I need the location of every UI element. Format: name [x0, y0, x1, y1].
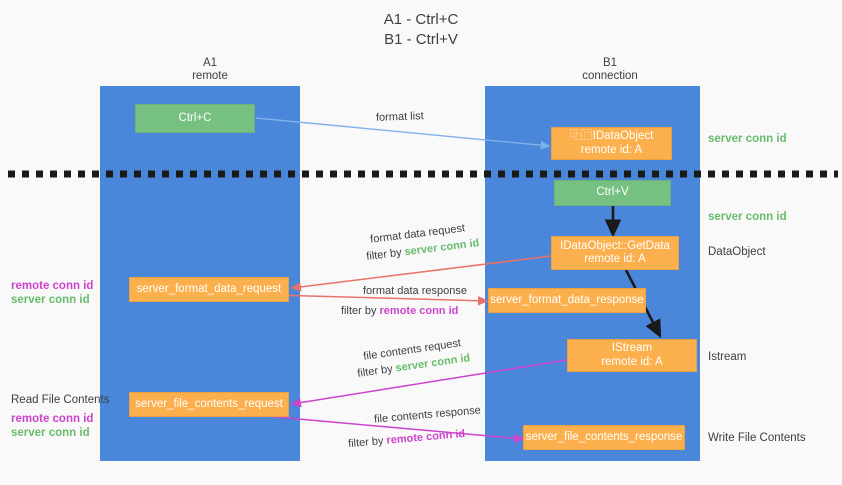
filter-prefix: filter by — [356, 362, 397, 380]
column-header-a1: A1 remote — [192, 57, 228, 82]
box-server-file-contents-request[interactable]: server_file_contents_request — [129, 392, 289, 417]
left-label-read-file-contents: Read File Contents — [11, 394, 110, 406]
filter-prefix: filter by — [341, 305, 380, 317]
diagram-title: A1 - Ctrl+C B1 - Ctrl+V — [383, 11, 459, 48]
label-file-contents-response: file contents response — [373, 404, 482, 426]
right-label-server-conn-id-mid: server conn id — [708, 211, 787, 223]
right-label-write-file-contents: Write File Contents — [708, 432, 806, 444]
box-ctrl-c[interactable]: Ctrl+C — [135, 104, 255, 133]
left-label-server-conn-id-2: server conn id — [11, 427, 90, 439]
box-server-file-contents-response[interactable]: server_file_contents_response — [523, 425, 685, 450]
label-format-list: format list — [375, 110, 424, 124]
right-label-dataobject: DataObject — [708, 246, 766, 258]
left-label-server-conn-id-1: server conn id — [11, 294, 90, 306]
box-istream[interactable]: IStream remote id: A — [567, 339, 697, 372]
filter-value-remote-conn-id: remote conn id — [386, 427, 466, 447]
box-server-format-data-response[interactable]: server_format_data_response — [488, 288, 646, 313]
left-label-remote-conn-id-2: remote conn id — [11, 413, 94, 425]
box-server-format-data-request[interactable]: server_format_data_request — [129, 277, 289, 302]
label-file-contents-response-filter: filter by remote conn id — [348, 427, 466, 452]
label-format-data-response-filter: filter by remote conn id — [341, 304, 458, 319]
right-label-istream: Istream — [708, 351, 747, 363]
left-label-conn-ids-2: remote conn id server conn id — [11, 412, 93, 440]
right-label-server-conn-id-top: server conn id — [708, 133, 787, 145]
column-header-b1: B1 connection — [582, 57, 638, 82]
filter-prefix: filter by — [365, 246, 406, 263]
label-format-data-response: format data response — [363, 285, 467, 297]
left-label-conn-ids-1: remote conn id server conn id — [11, 279, 93, 307]
left-label-remote-conn-id-1: remote conn id — [11, 280, 94, 292]
box-data-object[interactable]: ⿻⿸IDataObject remote id: A — [551, 127, 672, 160]
box-ctrl-v[interactable]: Ctrl+V — [554, 180, 671, 206]
box-idataobject-getdata[interactable]: IDataObject::GetData remote id: A — [551, 236, 679, 270]
filter-prefix: filter by — [347, 434, 388, 451]
filter-value-remote-conn-id: remote conn id — [379, 305, 459, 317]
